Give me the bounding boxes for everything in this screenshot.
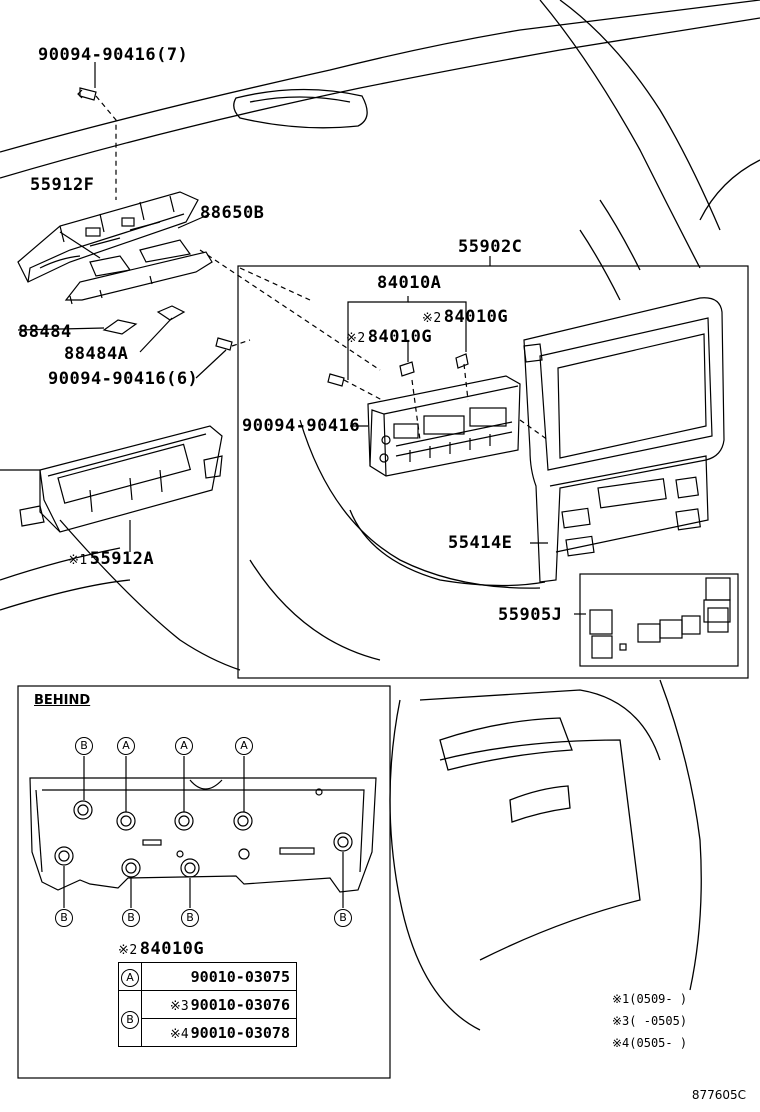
circle-b-3: B [181, 909, 199, 927]
note-item: ※4(0505- ) [612, 1036, 688, 1050]
circle-b-4: B [334, 909, 352, 927]
label-55414E: 55414E [448, 533, 513, 553]
note-item: ※1(0509- ) [612, 992, 688, 1006]
clip-88484A-drawing [156, 305, 186, 321]
label-55902C: 55902C [458, 237, 523, 257]
label-84010A: 84010A [377, 273, 442, 293]
mark-1: ※1 [68, 553, 88, 568]
switches-55905J-drawing [589, 577, 731, 659]
dashboard-outline [0, 0, 760, 1031]
leader-lines [17, 62, 586, 615]
pocket-55912A-drawing [19, 425, 223, 533]
mark-2: ※2 [422, 311, 442, 326]
table-row: A 90010-03075 [118, 962, 297, 991]
behind-box [17, 685, 391, 1079]
circle-a-3: A [235, 737, 253, 755]
clip-88484-drawing [102, 319, 138, 335]
control-panel-84010A-drawing [367, 353, 521, 477]
circle-b-key: B [121, 1010, 139, 1029]
label-bolt-90094-90416: 90094-90416 [242, 416, 361, 436]
label-bolt-90094-90416-6: 90094-90416(6) [48, 369, 199, 389]
assembly-box-55902C [237, 265, 749, 679]
bracket-88650B-drawing [64, 239, 213, 305]
label-55912F: 55912F [30, 175, 95, 195]
mark-2: ※2 [346, 331, 366, 346]
circle-b-1: B [55, 909, 73, 927]
circle-a-key: A [121, 968, 139, 987]
circle-b-top: B [75, 737, 93, 755]
value-a: 90010-03075 [141, 962, 297, 991]
behind-panel-drawing [29, 756, 377, 908]
applicability-notes: ※1(0509- ) ※3( -0505) ※4(0505- ) [612, 988, 687, 1054]
mark-2: ※2 [118, 943, 138, 958]
circle-a-1: A [117, 737, 135, 755]
bolt-drawings [77, 87, 345, 387]
circle-b-2: B [122, 909, 140, 927]
bracket-55912F-drawing [17, 191, 199, 283]
behind-title: BEHIND [34, 693, 91, 708]
label-88484A: 88484A [64, 344, 129, 364]
switch-box-55905J [579, 573, 739, 667]
note-item: ※3( -0505) [612, 1014, 688, 1028]
diagram-code: 877605C [691, 1088, 746, 1102]
dashed-leaders [95, 95, 549, 441]
label-55905J: 55905J [498, 605, 563, 625]
trim-bezel-55414E-drawing [523, 297, 725, 583]
label-88484: 88484 [18, 322, 72, 342]
circle-a-2: A [175, 737, 193, 755]
label-bolt-90094-90416-7: 90094-90416(7) [38, 45, 189, 65]
label-88650B: 88650B [200, 203, 265, 223]
